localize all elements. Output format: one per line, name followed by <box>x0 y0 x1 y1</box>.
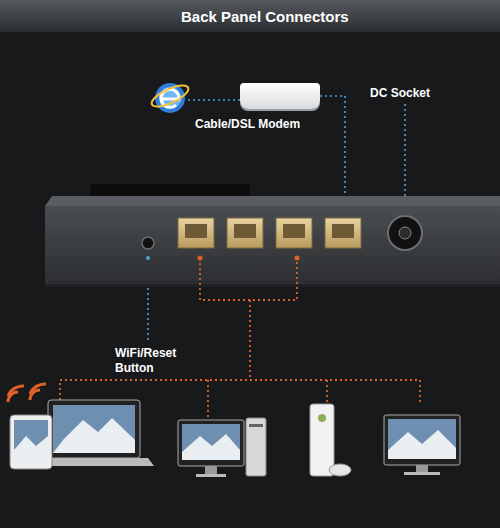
title-band <box>0 0 500 32</box>
desktop-computer <box>178 418 266 477</box>
router-body <box>45 184 500 287</box>
dc-socket <box>388 216 422 250</box>
lan-wire <box>60 258 420 418</box>
game-console <box>310 404 351 476</box>
port-dot <box>198 256 300 261</box>
callout-label: DC Socket <box>370 86 430 101</box>
node-label: Cable/DSL Modem <box>195 117 300 131</box>
wifi-symbol <box>8 384 46 402</box>
ethernet-port <box>178 218 361 248</box>
browser-icon <box>149 81 191 113</box>
callout-label: WiFi/Reset Button <box>115 346 191 376</box>
reset-button <box>142 237 154 260</box>
modem-box: Cable/DSL Modem <box>240 83 320 109</box>
laptop-tablet <box>10 400 154 469</box>
title-text: Back Panel Connectors <box>181 8 349 25</box>
monitor <box>384 415 460 475</box>
